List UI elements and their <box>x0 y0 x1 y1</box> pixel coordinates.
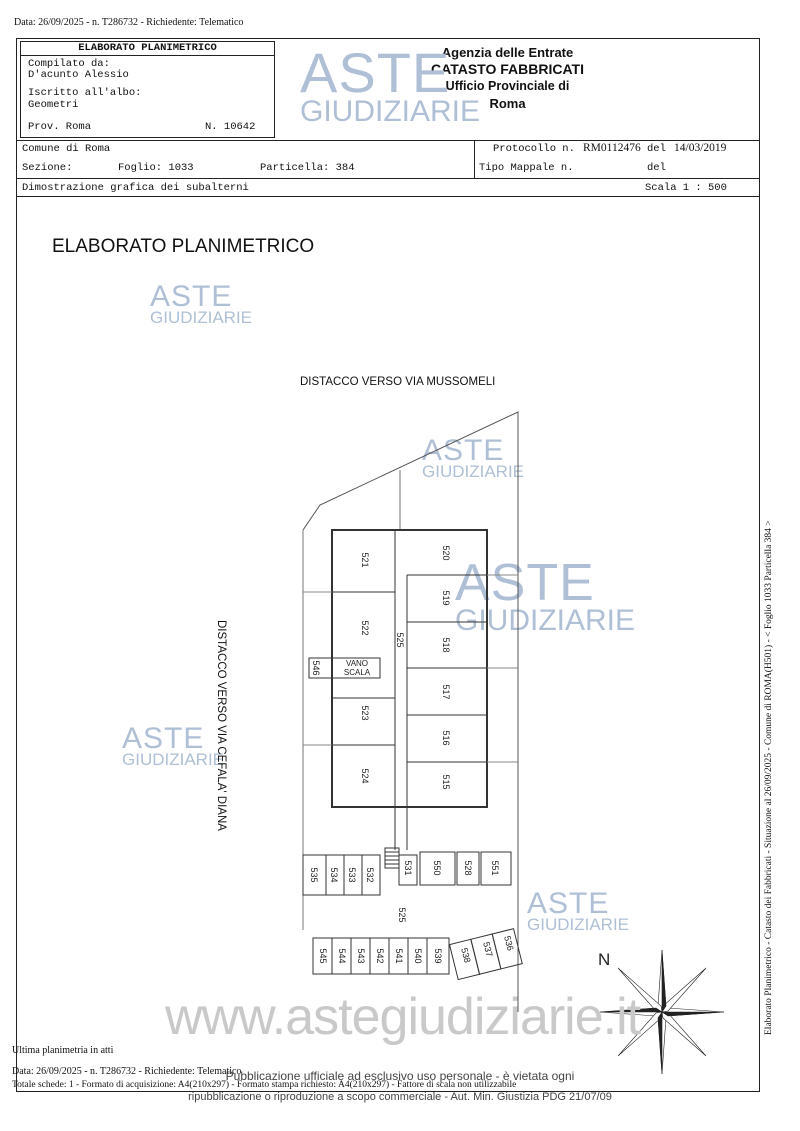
website-watermark: www.astegiudiziarie.it <box>165 988 641 1046</box>
unit-536: 536 <box>502 935 515 952</box>
agency-line1: Agenzia delle Entrate <box>441 45 574 60</box>
unit-540: 540 <box>413 948 423 963</box>
vano-scala-line1: VANO <box>346 659 368 668</box>
left-distance-label: DISTACCO VERSO VIA CEFALA' DIANA <box>215 620 227 831</box>
unit-518: 518 <box>441 637 451 652</box>
sezione: Sezione: <box>22 162 73 174</box>
unit-522: 522 <box>360 620 370 635</box>
scala: Scala 1 : 500 <box>645 182 727 194</box>
unit-546: 546 <box>311 660 321 675</box>
unit-521: 521 <box>360 552 370 567</box>
comune: Comune di Roma <box>22 143 111 155</box>
unit-520: 520 <box>441 545 451 560</box>
unit-516: 516 <box>441 730 451 745</box>
agency-line4: Roma <box>489 96 526 111</box>
iscritto-value: Geometri <box>28 99 79 111</box>
tipo-mappale: Tipo Mappale n. <box>479 162 574 174</box>
ultima-planimetria: Ultima planimetria in atti <box>12 1045 114 1056</box>
prov-label: Prov. Roma <box>28 121 92 133</box>
north-label: N <box>598 950 610 969</box>
unit-545: 545 <box>318 948 328 963</box>
compilato-label: Compilato da: <box>28 58 110 70</box>
particella: Particella: 384 <box>260 162 355 174</box>
protocollo-value: RM0112476 <box>583 142 641 154</box>
unit-535: 535 <box>309 867 319 882</box>
footer-line1: Data: 26/09/2025 - n. T286732 - Richiede… <box>12 1066 242 1077</box>
top-distance-label: DISTACCO VERSO VIA MUSSOMELI <box>300 376 496 388</box>
unit-551: 551 <box>490 860 500 875</box>
foglio: Foglio: 1033 <box>118 162 194 174</box>
unit-539: 539 <box>433 948 443 963</box>
tipo-mappale-del: del <box>647 162 666 174</box>
iscrizione-number: N. 10642 <box>205 121 256 133</box>
unit-525-yard: 525 <box>397 907 407 922</box>
unit-524: 524 <box>360 768 370 783</box>
compilato-value: D'acunto Alessio <box>28 69 129 81</box>
unit-550: 550 <box>432 860 442 875</box>
unit-531: 531 <box>403 860 413 875</box>
agency-line3: Ufficio Provinciale di <box>445 79 570 93</box>
notice-line2: ripubblicazione o riproduzione a scopo c… <box>188 1091 612 1103</box>
unit-517: 517 <box>441 684 451 699</box>
dimostrazione: Dimostrazione grafica dei subalterni <box>22 182 249 194</box>
document-frame <box>16 38 760 1092</box>
publication-notice: Pubblicazione ufficiale ad esclusivo uso… <box>175 1070 625 1103</box>
protocollo-label: Protocollo n. <box>493 143 575 155</box>
iscritto-label: Iscritto all'albo: <box>28 87 142 99</box>
compiler-box <box>20 41 275 138</box>
unit-532: 532 <box>365 867 375 882</box>
footer-line2: Totale schede: 1 - Formato di acquisizio… <box>12 1080 517 1090</box>
protocollo-del: del <box>647 143 666 155</box>
vano-scala-line2: SCALA <box>344 668 371 677</box>
unit-525-corridor: 525 <box>395 632 405 647</box>
unit-542: 542 <box>375 948 385 963</box>
agency-block: Agenzia delle Entrate CATASTO FABBRICATI… <box>410 44 605 112</box>
notice-line1: Pubblicazione ufficiale ad esclusivo uso… <box>225 1069 575 1083</box>
unit-534: 534 <box>329 867 339 882</box>
unit-515: 515 <box>441 774 451 789</box>
unit-541: 541 <box>394 948 404 963</box>
unit-528: 528 <box>463 860 473 875</box>
unit-537: 537 <box>481 941 494 958</box>
header-title: ELABORATO PLANIMETRICO <box>78 42 217 54</box>
agency-line2: CATASTO FABBRICATI <box>431 61 584 77</box>
unit-533: 533 <box>347 867 357 882</box>
print-info-line: Data: 26/09/2025 - n. T286732 - Richiede… <box>14 17 244 28</box>
compass-icon <box>599 949 725 1075</box>
side-caption: Elaborato Planimetrico - Catasto dei Fab… <box>764 520 774 1035</box>
unit-544: 544 <box>337 948 347 963</box>
unit-543: 543 <box>356 948 366 963</box>
plan-title: ELABORATO PLANIMETRICO <box>52 236 315 257</box>
protocollo-date: 14/03/2019 <box>674 142 727 154</box>
unit-519: 519 <box>441 590 451 605</box>
unit-523: 523 <box>360 705 370 720</box>
unit-538: 538 <box>459 947 472 964</box>
